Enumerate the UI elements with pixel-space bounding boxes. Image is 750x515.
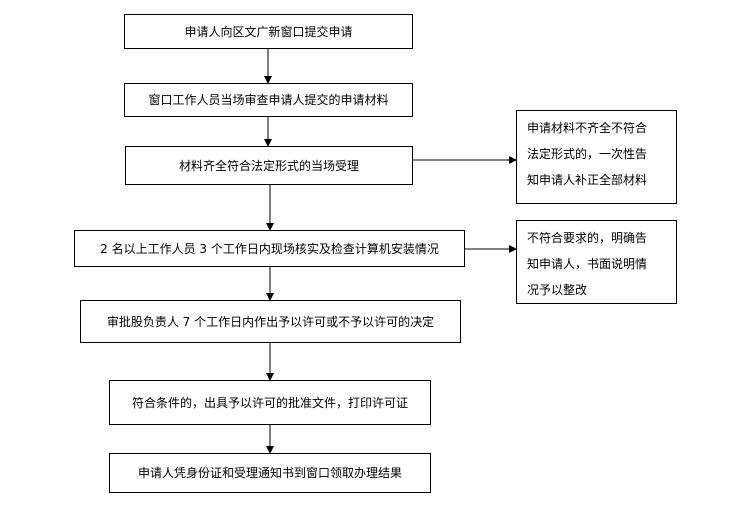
note-incomplete-materials: 申请材料不齐全不符合 法定形式的，一次性告 知申请人补正全部材料 xyxy=(516,110,677,204)
step-review-materials: 窗口工作人员当场审查申请人提交的申请材料 xyxy=(124,83,413,117)
note-rectification-line-1: 不符合要求的，明确告 xyxy=(527,231,648,245)
note-incomplete-line-3: 知申请人补正全部材料 xyxy=(527,173,648,187)
step-onsite-inspection: 2 名以上工作人员 3 个工作日内现场核实及检查计算机安装情况 xyxy=(74,230,465,267)
note-rectification-line-3: 况予以整改 xyxy=(527,283,588,297)
note-incomplete-line-1: 申请材料不齐全不符合 xyxy=(527,121,648,135)
step-issue-permit: 符合条件的，出具予以许可的批准文件，打印许可证 xyxy=(109,380,431,425)
step-submit-application: 申请人向区文广新窗口提交申请 xyxy=(124,14,413,49)
note-rectification-line-2: 知申请人，书面说明情 xyxy=(527,257,648,271)
note-incomplete-line-2: 法定形式的，一次性告 xyxy=(527,147,648,161)
step-accept-application: 材料齐全符合法定形式的当场受理 xyxy=(125,146,413,185)
step-approval-decision: 审批股负责人 7 个工作日内作出予以许可或不予以许可的决定 xyxy=(80,300,461,343)
step-collect-result: 申请人凭身份证和受理通知书到窗口领取办理结果 xyxy=(109,453,431,493)
note-rectification-required: 不符合要求的，明确告 知申请人，书面说明情 况予以整改 xyxy=(516,220,677,304)
